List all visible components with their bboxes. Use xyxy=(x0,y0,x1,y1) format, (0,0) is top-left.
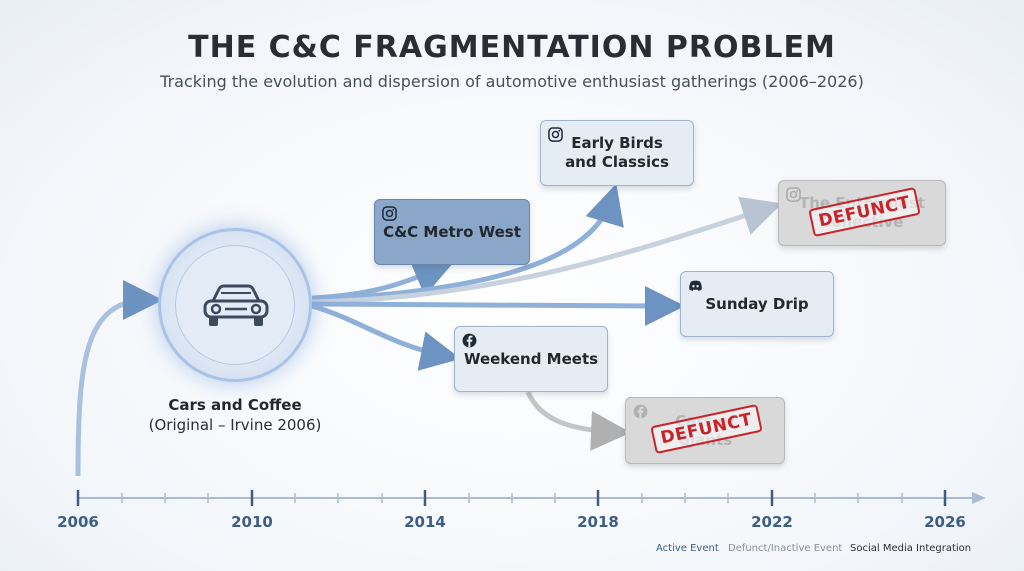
timeline-major-ticks xyxy=(76,490,947,506)
flow-early-birds xyxy=(311,183,624,303)
node-metro-west-label: C&C Metro West xyxy=(383,222,521,241)
timeline-year: 2006 xyxy=(57,513,99,531)
car-icon xyxy=(203,284,269,326)
node-metro-west[interactable]: C&C Metro West xyxy=(374,199,530,265)
instagram-icon xyxy=(786,187,801,202)
node-early-birds-label: Early Birds and Classics xyxy=(565,134,669,171)
node-weekend-meets-label: Weekend Meets xyxy=(463,349,599,368)
facebook-icon xyxy=(462,333,477,348)
node-weekend-meets[interactable]: Weekend Meets xyxy=(454,326,608,392)
node-sunday-drip-label: Sunday Drip xyxy=(705,294,809,313)
legend-active: Active Event xyxy=(656,543,719,554)
discord-icon xyxy=(689,280,702,291)
timeline-year: 2022 xyxy=(751,513,793,531)
flow-origin xyxy=(75,280,163,477)
flow-sunday-drip xyxy=(311,285,685,326)
legend-defunct: Defunct/Inactive Event xyxy=(728,543,843,554)
node-early-birds[interactable]: Early Birds and Classics xyxy=(540,120,694,186)
flow-weekend-meets xyxy=(311,303,461,371)
timeline-arrowhead xyxy=(972,492,986,504)
hub-circle[interactable] xyxy=(158,228,312,382)
node-sunday-drip[interactable]: Sunday Drip xyxy=(680,271,834,337)
instagram-icon xyxy=(548,127,563,142)
legend-social: Social Media Integration xyxy=(850,543,972,554)
timeline-year: 2018 xyxy=(577,513,619,531)
flow-cars-giants xyxy=(525,390,631,451)
page-title: THE C&C FRAGMENTATION PROBLEM xyxy=(188,30,836,65)
timeline-year: 2026 xyxy=(924,513,966,531)
flow-enthusiast xyxy=(311,196,783,305)
page-subtitle: Tracking the evolution and dispersion of… xyxy=(160,72,864,91)
timeline-ticks xyxy=(121,493,903,503)
facebook-icon xyxy=(633,404,648,419)
hub-name: Cars and Coffee xyxy=(168,396,302,414)
instagram-icon xyxy=(382,206,397,221)
timeline-year: 2014 xyxy=(404,513,446,531)
timeline-year: 2010 xyxy=(231,513,273,531)
hub-detail: (Original – Irvine 2006) xyxy=(148,416,322,434)
